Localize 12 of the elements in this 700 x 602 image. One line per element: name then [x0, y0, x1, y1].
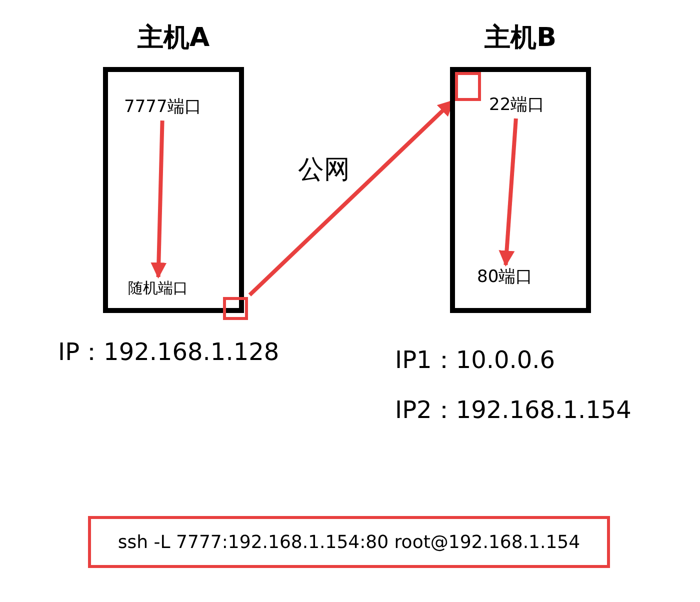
- arrow: [150, 120, 167, 279]
- arrow: [498, 118, 518, 267]
- port-square: [223, 297, 248, 320]
- command-text: ssh -L 7777:192.168.1.154:80 root@192.168.1.154: [118, 532, 580, 552]
- host-title: 主机B: [484, 22, 558, 55]
- command-box: [88, 516, 610, 568]
- port-label: 随机端口: [128, 280, 188, 298]
- ip-address-label: IP：192.168.1.128: [58, 337, 280, 368]
- port-square: [455, 72, 481, 101]
- ip-address-label: IP2：192.168.1.154: [395, 395, 632, 426]
- host-title: 主机A: [136, 22, 211, 55]
- ip-address-label: IP1：10.0.0.6: [395, 345, 556, 376]
